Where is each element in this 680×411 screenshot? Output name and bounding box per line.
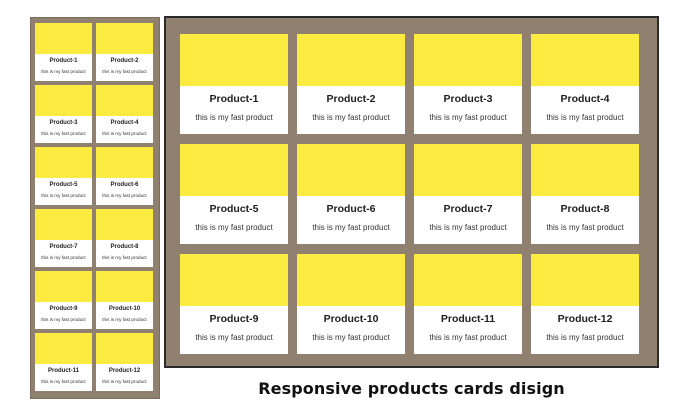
product-description: this is my fast product xyxy=(102,317,147,322)
product-description: this is my fast product xyxy=(312,333,390,342)
product-title: Product-4 xyxy=(560,93,610,105)
product-image xyxy=(297,34,405,86)
product-description: this is my fast product xyxy=(41,379,86,384)
product-image xyxy=(414,34,522,86)
product-title: Product-8 xyxy=(560,203,610,215)
product-card[interactable]: Product-12 this is my fast product xyxy=(96,333,153,391)
product-card[interactable]: Product-6 this is my fast product xyxy=(297,144,405,244)
desktop-preview: Product-1 this is my fast product Product… xyxy=(164,16,659,368)
product-image xyxy=(96,85,153,116)
product-card[interactable]: Product-6 this is my fast product xyxy=(96,147,153,205)
product-card[interactable]: Product-4 this is my fast product xyxy=(96,85,153,143)
product-card[interactable]: Product-2 this is my fast product xyxy=(297,34,405,134)
product-card[interactable]: Product-4 this is my fast product xyxy=(531,34,639,134)
product-title: Product-10 xyxy=(323,313,379,325)
product-title: Product-3 xyxy=(443,93,493,105)
product-title: Product-7 xyxy=(49,244,78,250)
product-title: Product-10 xyxy=(108,306,141,312)
product-description: this is my fast product xyxy=(429,333,507,342)
product-card[interactable]: Product-7 this is my fast product xyxy=(414,144,522,244)
product-description: this is my fast product xyxy=(429,113,507,122)
product-title: Product-6 xyxy=(326,203,376,215)
product-image xyxy=(180,34,288,86)
product-description: this is my fast product xyxy=(102,379,147,384)
product-card[interactable]: Product-5 this is my fast product xyxy=(180,144,288,244)
product-card[interactable]: Product-11 this is my fast product xyxy=(35,333,92,391)
product-card[interactable]: Product-3 this is my fast product xyxy=(414,34,522,134)
product-image xyxy=(35,271,92,302)
product-image xyxy=(180,254,288,306)
product-title: Product-1 xyxy=(49,58,78,64)
product-title: Product-12 xyxy=(108,368,141,374)
product-image xyxy=(96,333,153,364)
product-description: this is my fast product xyxy=(41,69,86,74)
product-title: Product-6 xyxy=(110,182,139,188)
product-description: this is my fast product xyxy=(41,317,86,322)
product-card[interactable]: Product-2 this is my fast product xyxy=(96,23,153,81)
product-title: Product-9 xyxy=(209,313,259,325)
product-image xyxy=(414,144,522,196)
product-description: this is my fast product xyxy=(102,69,147,74)
product-title: Product-5 xyxy=(209,203,259,215)
mobile-preview: Product-1 this is my fast product Product… xyxy=(30,17,160,399)
product-image xyxy=(35,333,92,364)
product-card[interactable]: Product-11 this is my fast product xyxy=(414,254,522,354)
product-title: Product-4 xyxy=(110,120,139,126)
product-title: Product-3 xyxy=(49,120,78,126)
product-title: Product-8 xyxy=(110,244,139,250)
product-title: Product-11 xyxy=(440,313,496,325)
product-card[interactable]: Product-7 this is my fast product xyxy=(35,209,92,267)
product-title: Product-5 xyxy=(49,182,78,188)
product-card[interactable]: Product-10 this is my fast product xyxy=(96,271,153,329)
product-description: this is my fast product xyxy=(195,113,273,122)
product-card[interactable]: Product-8 this is my fast product xyxy=(96,209,153,267)
product-description: this is my fast product xyxy=(102,193,147,198)
product-description: this is my fast product xyxy=(312,223,390,232)
product-image xyxy=(35,23,92,54)
product-description: this is my fast product xyxy=(41,131,86,136)
product-image xyxy=(297,254,405,306)
product-image xyxy=(531,144,639,196)
product-description: this is my fast product xyxy=(195,223,273,232)
product-card[interactable]: Product-10 this is my fast product xyxy=(297,254,405,354)
product-image xyxy=(297,144,405,196)
product-title: Product-2 xyxy=(110,58,139,64)
product-image xyxy=(96,23,153,54)
product-description: this is my fast product xyxy=(41,255,86,260)
product-title: Product-12 xyxy=(557,313,613,325)
product-card[interactable]: Product-9 this is my fast product xyxy=(35,271,92,329)
caption: Responsive products cards disign xyxy=(258,379,565,398)
product-image xyxy=(414,254,522,306)
product-image xyxy=(35,147,92,178)
product-card[interactable]: Product-8 this is my fast product xyxy=(531,144,639,244)
product-card[interactable]: Product-9 this is my fast product xyxy=(180,254,288,354)
product-description: this is my fast product xyxy=(41,193,86,198)
product-card[interactable]: Product-5 this is my fast product xyxy=(35,147,92,205)
product-description: this is my fast product xyxy=(429,223,507,232)
product-description: this is my fast product xyxy=(195,333,273,342)
product-description: this is my fast product xyxy=(312,113,390,122)
product-image xyxy=(531,34,639,86)
product-description: this is my fast product xyxy=(102,131,147,136)
product-description: this is my fast product xyxy=(546,223,624,232)
product-description: this is my fast product xyxy=(102,255,147,260)
product-image xyxy=(96,209,153,240)
product-title: Product-9 xyxy=(49,306,78,312)
product-description: this is my fast product xyxy=(546,113,624,122)
product-title: Product-2 xyxy=(326,93,376,105)
product-image xyxy=(35,85,92,116)
product-card[interactable]: Product-12 this is my fast product xyxy=(531,254,639,354)
product-card[interactable]: Product-3 this is my fast product xyxy=(35,85,92,143)
product-image xyxy=(96,147,153,178)
product-image xyxy=(35,209,92,240)
product-card[interactable]: Product-1 this is my fast product xyxy=(35,23,92,81)
product-title: Product-11 xyxy=(47,368,79,374)
product-title: Product-1 xyxy=(209,93,259,105)
product-image xyxy=(96,271,153,302)
product-title: Product-7 xyxy=(443,203,493,215)
product-card[interactable]: Product-1 this is my fast product xyxy=(180,34,288,134)
product-image xyxy=(180,144,288,196)
product-description: this is my fast product xyxy=(546,333,624,342)
product-image xyxy=(531,254,639,306)
